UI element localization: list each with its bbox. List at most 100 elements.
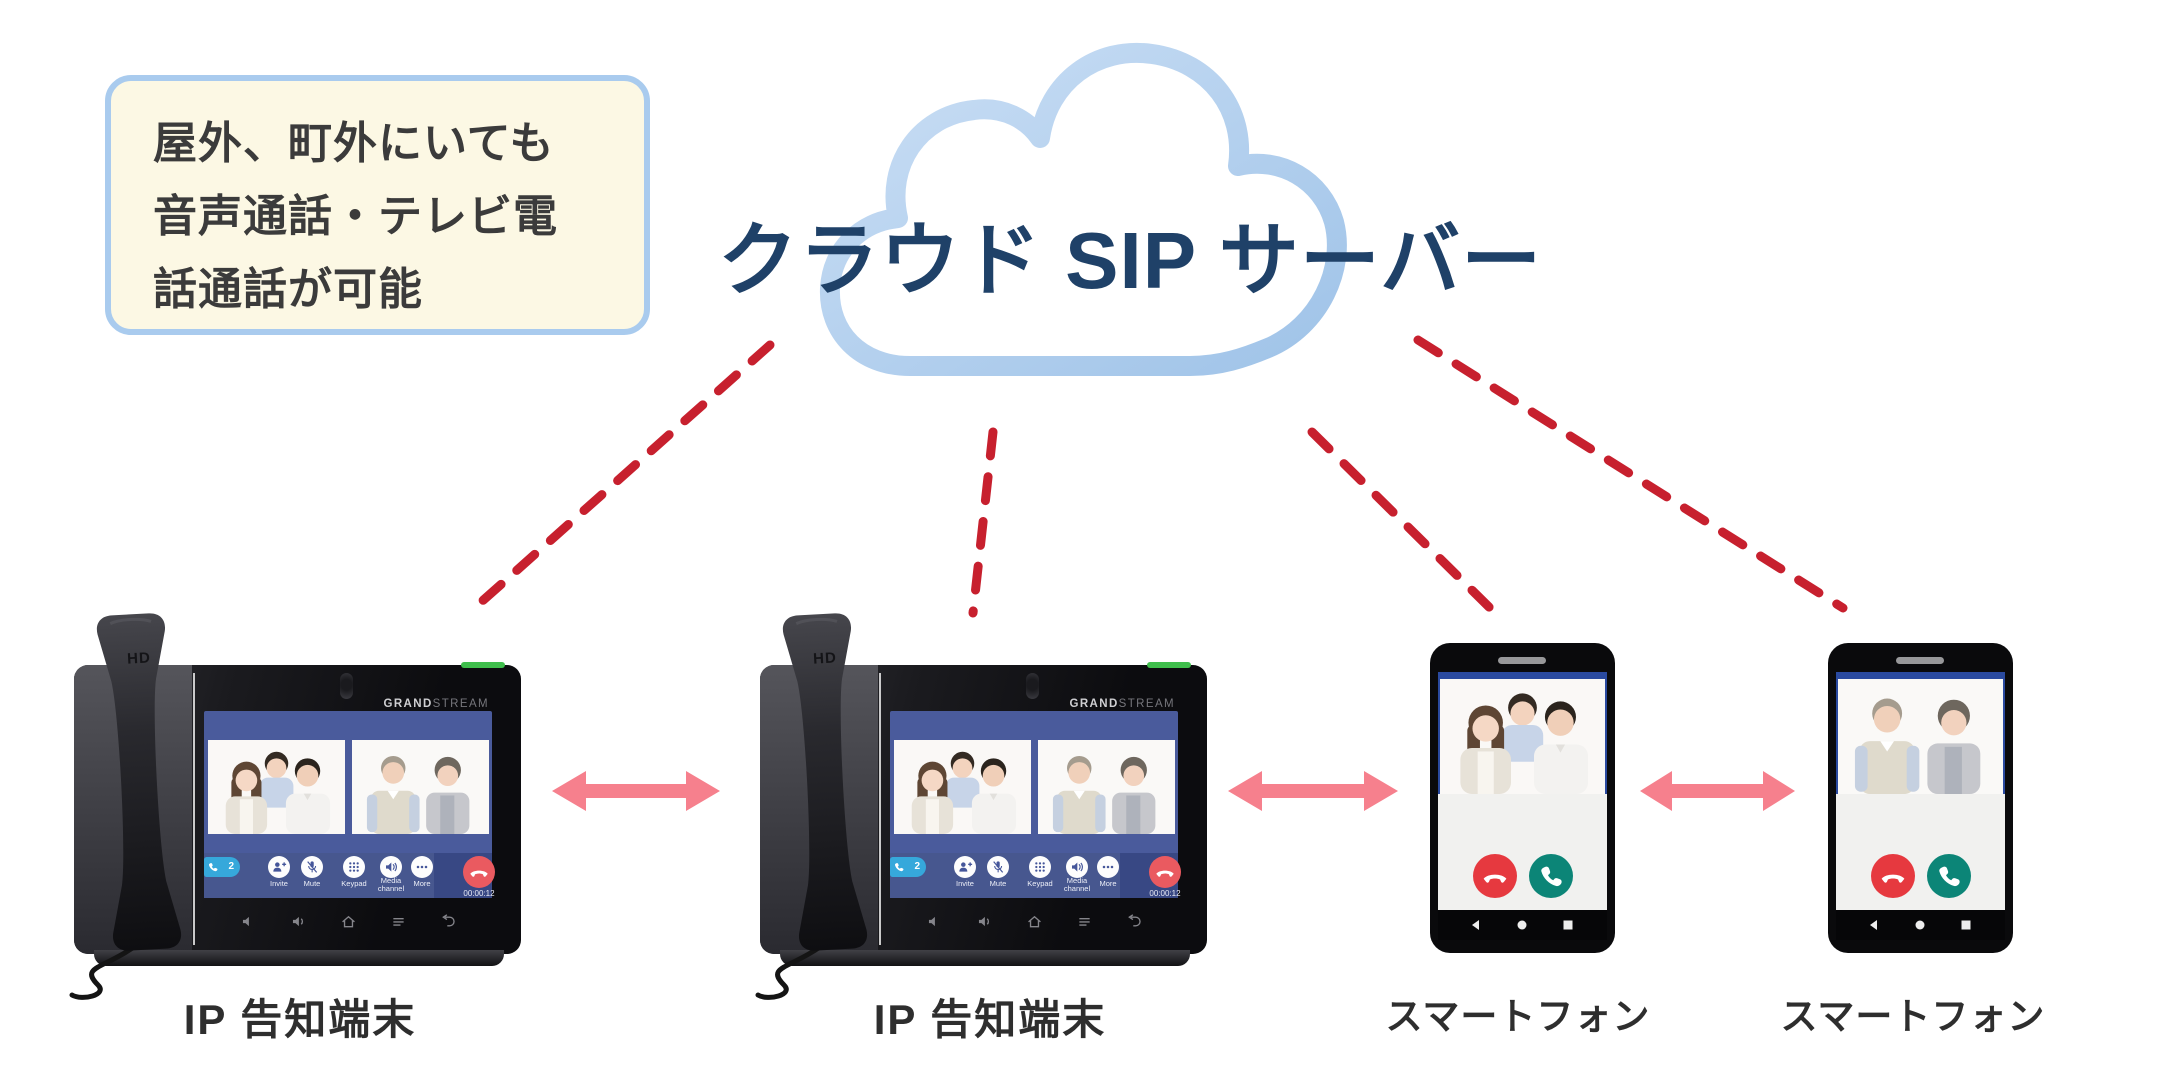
handset-cord: [755, 944, 823, 1000]
media-channel-button: [380, 856, 402, 878]
answer-button: [1529, 854, 1573, 898]
more-icon: [414, 859, 430, 875]
decline-button: [1473, 854, 1517, 898]
double-arrow-3: [1640, 771, 1795, 811]
back-icon: [1123, 912, 1142, 931]
earpiece-speaker: [1498, 657, 1546, 664]
dashed-line-cloud-to-smartphone-1: [1307, 427, 1495, 613]
video-call-screen: 2 Invite Mute Keypad Media channel More …: [890, 711, 1181, 898]
handset-cord: [69, 944, 137, 1000]
family-avatar: [208, 740, 345, 834]
couple-avatar: [1838, 679, 2003, 794]
mute-icon: [304, 859, 320, 875]
hangup-button: [463, 856, 495, 888]
more-button: [411, 856, 433, 878]
answer-icon: [1937, 864, 1961, 888]
volume-down-icon: [925, 912, 944, 931]
speaker-icon: [1069, 859, 1085, 875]
hangup-icon: [1155, 866, 1175, 878]
phone-stand: [94, 950, 504, 966]
media-channel-label: Media channel: [377, 876, 405, 894]
mute-label: Mute: [989, 879, 1007, 888]
invite-icon: [957, 859, 973, 875]
status-led: [461, 662, 505, 668]
cloud-shape: [819, 42, 1347, 376]
keypad-label: Keypad: [341, 879, 367, 888]
hangup-icon: [469, 866, 489, 878]
android-navbar: [1836, 910, 2005, 940]
video-panel-couple: [352, 740, 489, 834]
call-count-badge: 2: [204, 857, 240, 877]
family-avatar: [1440, 679, 1605, 794]
invite-icon: [271, 859, 287, 875]
caller-video-couple: [1836, 672, 2005, 794]
keypad-icon: [1032, 859, 1048, 875]
answer-button: [1927, 854, 1971, 898]
camera-icon: [1026, 673, 1039, 699]
label-smartphone-2: スマートフォン: [1780, 996, 2046, 1037]
brand-logo: GRANDSTREAM: [1069, 698, 1175, 710]
mute-button: [301, 856, 323, 878]
note-callout: 屋外、町外にいても音声通話・テレビ電話通話が可能: [105, 75, 650, 335]
smartphone-1: [1430, 643, 1615, 953]
decline-button: [1871, 854, 1915, 898]
dock-separator: [193, 673, 195, 945]
phone-stand: [780, 950, 1190, 966]
dashed-line-cloud-to-terminal-1: [465, 340, 775, 617]
home-icon: [1915, 920, 1925, 930]
home-icon: [1517, 920, 1527, 930]
ip-terminal-2: GRANDSTREAM 2 Invite Mute: [752, 598, 1222, 1000]
back-icon: [1870, 920, 1877, 930]
dashed-line-cloud-to-smartphone-2: [1413, 335, 1848, 613]
double-arrow-1: [552, 771, 720, 811]
speaker-icon: [383, 859, 399, 875]
android-navbar: [1438, 910, 1607, 940]
smartphone-screen: [1836, 672, 2005, 910]
invite-label: Invite: [956, 879, 974, 888]
home-icon: [339, 912, 358, 931]
phone-icon: [894, 862, 904, 872]
menu-icon: [1075, 912, 1094, 931]
hangup-icon: [1482, 869, 1508, 884]
ip-terminal-1: GRANDSTREAM 2 Invite Mute: [66, 598, 536, 1000]
keypad-button: [343, 856, 365, 878]
note-text: 屋外、町外にいても音声通話・テレビ電話通話が可能: [153, 119, 558, 315]
keypad-icon: [346, 859, 362, 875]
volume-down-icon: [239, 912, 258, 931]
hangup-button: [1149, 856, 1181, 888]
call-timer: 00:00:12: [463, 889, 495, 898]
hangup-icon: [1880, 869, 1906, 884]
keypad-button: [1029, 856, 1051, 878]
more-button: [1097, 856, 1119, 878]
more-label: More: [1099, 879, 1117, 888]
couple-avatar: [1038, 740, 1175, 834]
call-timer: 00:00:12: [1149, 889, 1181, 898]
more-icon: [1100, 859, 1116, 875]
smartphone-screen: [1438, 672, 1607, 910]
call-toolbar: 2 Invite Mute Keypad Media channel More …: [204, 853, 495, 898]
mute-icon: [990, 859, 1006, 875]
brand-logo: GRANDSTREAM: [383, 698, 489, 710]
call-toolbar: 2 Invite Mute Keypad Media channel More …: [890, 853, 1181, 898]
call-count-badge: 2: [890, 857, 926, 877]
label-ip-terminal-2: IP 告知端末: [873, 996, 1107, 1043]
smartphone-2: [1828, 643, 2013, 953]
earpiece-speaker: [1896, 657, 1944, 664]
menu-icon: [389, 912, 408, 931]
video-panel-couple: [1038, 740, 1175, 834]
cloud-icon: [819, 42, 1347, 376]
invite-button: [954, 856, 976, 878]
home-icon: [1025, 912, 1044, 931]
recents-icon: [1961, 920, 1971, 930]
caller-video-family: [1438, 672, 1607, 794]
volume-up-icon: [975, 912, 994, 931]
media-channel-label: Media channel: [1063, 876, 1091, 894]
back-icon: [437, 912, 456, 931]
double-arrow-2: [1228, 771, 1398, 811]
dock-separator: [879, 673, 881, 945]
recents-icon: [1563, 920, 1573, 930]
couple-avatar: [352, 740, 489, 834]
video-panel-family: [894, 740, 1031, 834]
volume-up-icon: [289, 912, 308, 931]
